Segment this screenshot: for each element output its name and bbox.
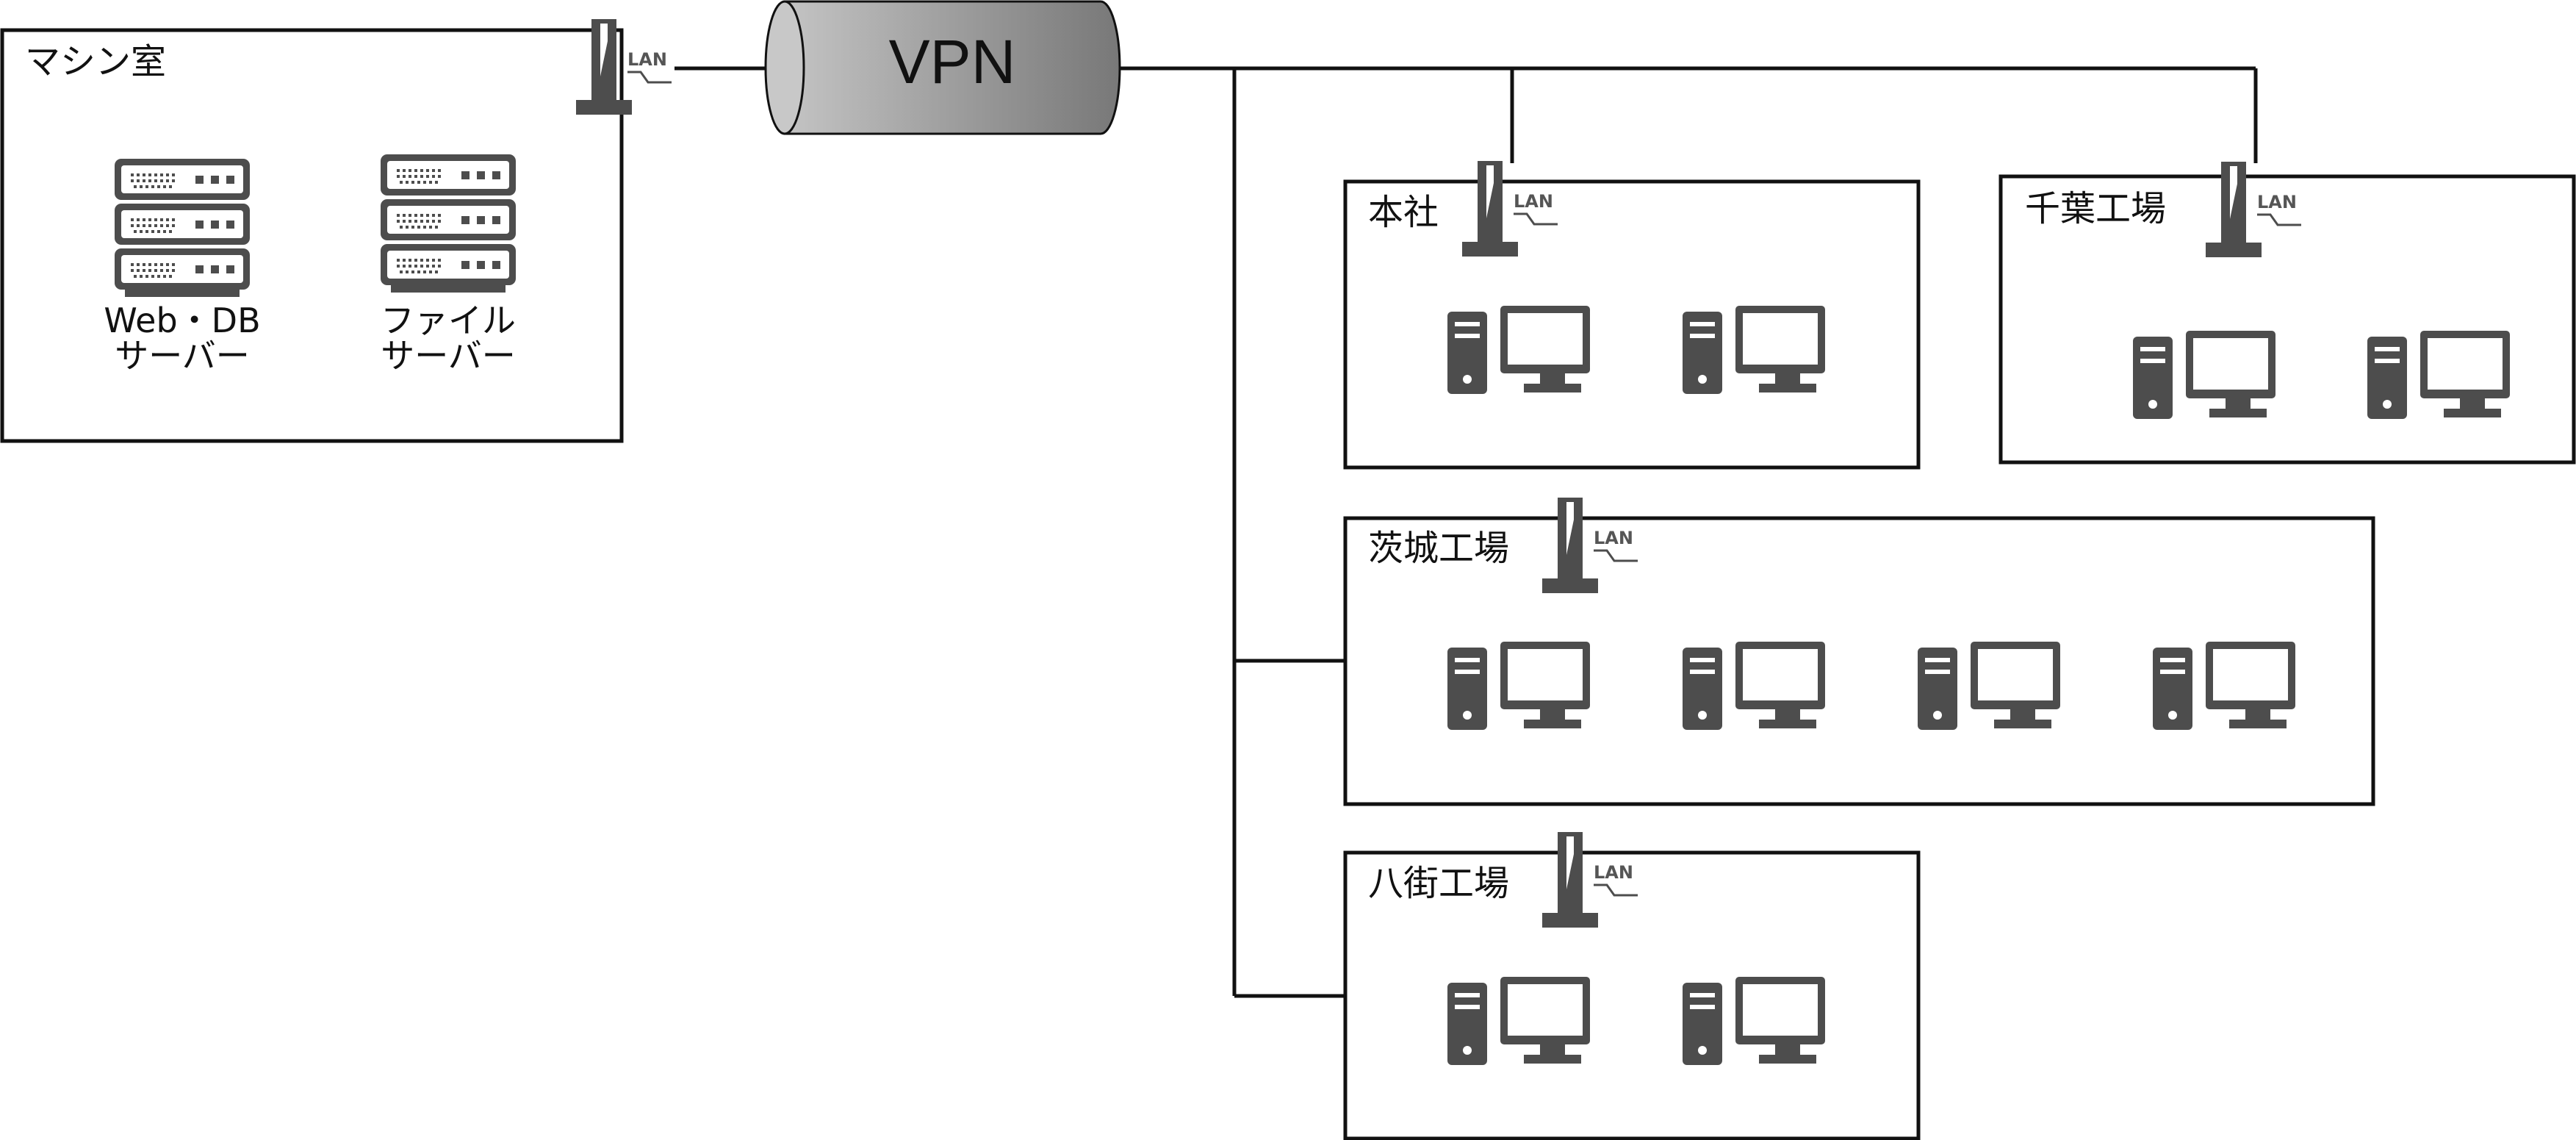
lan-label: LAN bbox=[1514, 191, 1553, 212]
lan-label: LAN bbox=[1594, 862, 1633, 883]
lan-connector-line bbox=[1594, 883, 1638, 897]
site-yachimata: 八街工場 LAN bbox=[1343, 832, 1921, 1140]
lan-label: LAN bbox=[627, 49, 667, 70]
lan-connector-line bbox=[1514, 212, 1558, 226]
server-rack-icon bbox=[115, 159, 250, 297]
site-label: 千葉工場 bbox=[2025, 188, 2166, 229]
server-label-line2: サーバー bbox=[381, 336, 516, 376]
server-label-line2: サーバー bbox=[115, 336, 250, 376]
lan-label: LAN bbox=[2257, 192, 2297, 212]
site-honsha: 本社 LAN bbox=[1343, 161, 1921, 470]
server-label-line1: Web・DB bbox=[104, 301, 260, 340]
network-links bbox=[674, 66, 2258, 998]
site-chiba: 千葉工場 LAN bbox=[1998, 162, 2576, 465]
server-rack-icon bbox=[381, 154, 516, 293]
site-ibaraki: 茨城工場 LAN bbox=[1343, 498, 2375, 806]
machine-room-lan-router: LAN bbox=[576, 19, 672, 115]
site-label: 茨城工場 bbox=[1368, 528, 1509, 569]
site-label: 八街工場 bbox=[1368, 863, 1509, 904]
honsha-lan-router: LAN bbox=[1462, 161, 1558, 257]
lan-label: LAN bbox=[1594, 528, 1633, 548]
lan-connector-line bbox=[627, 71, 672, 84]
server-label-line1: ファイル bbox=[381, 301, 516, 340]
chiba-lan-router: LAN bbox=[2206, 162, 2301, 257]
yachimata-lan-router: LAN bbox=[1542, 832, 1638, 928]
lan-connector-line bbox=[2257, 213, 2301, 226]
machine-room-box bbox=[0, 28, 624, 443]
vpn-cloud: VPN bbox=[764, 0, 1121, 135]
machine-room-label: マシン室 bbox=[25, 41, 166, 82]
site-label: 本社 bbox=[1368, 192, 1439, 233]
lan-connector-line bbox=[1594, 549, 1638, 562]
sites-layer: 本社 LAN 千葉工場 LAN 茨城工場 LAN 八街工場 LAN bbox=[1343, 161, 2576, 1140]
vpn-label: VPN bbox=[889, 27, 1016, 96]
ibaraki-lan-router: LAN bbox=[1542, 498, 1638, 593]
